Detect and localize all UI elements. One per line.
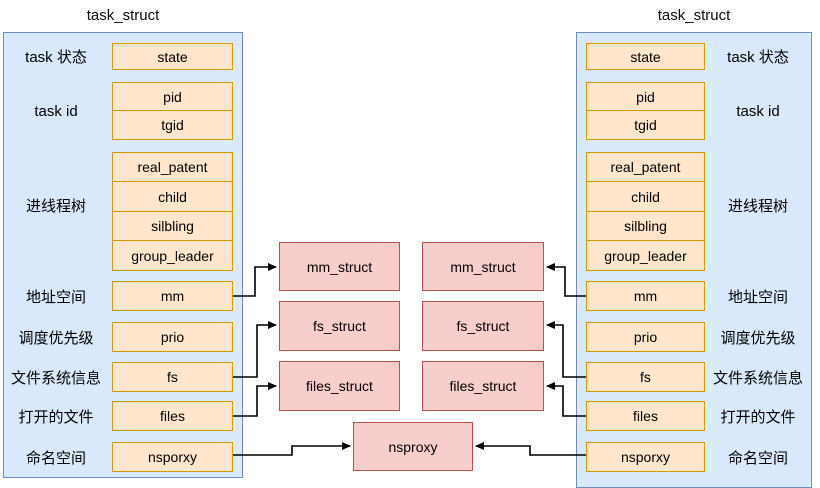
shared-fs-struct-left: fs_struct <box>279 301 400 351</box>
left-field-child: child <box>112 181 233 212</box>
right-label-sched-priority: 调度优先级 <box>720 329 796 347</box>
left-field-prio: prio <box>112 322 233 352</box>
left-field-tgid: tgid <box>112 110 233 140</box>
left-field-group-leader: group_leader <box>112 240 233 271</box>
right-label-process-tree: 进线程树 <box>727 197 788 215</box>
shared-mm-struct-right: mm_struct <box>422 242 544 291</box>
right-field-nsporxy: nsporxy <box>586 442 705 472</box>
right-field-prio: prio <box>586 322 705 352</box>
left-field-mm: mm <box>112 281 233 311</box>
right-field-fs: fs <box>586 362 705 392</box>
right-field-real-patent: real_patent <box>586 152 705 182</box>
left-label-process-tree: 进线程树 <box>25 197 86 215</box>
left-label-sched-priority: 调度优先级 <box>18 329 94 347</box>
left-struct-title: task_struct <box>86 7 160 24</box>
shared-mm-struct-left: mm_struct <box>279 242 400 291</box>
left-label-namespace: 命名空间 <box>25 449 86 467</box>
right-label-fs-info: 文件系统信息 <box>712 369 803 387</box>
right-struct-title: task_struct <box>657 7 731 24</box>
right-label-task-state: task 状态 <box>727 48 789 66</box>
right-label-task-id: task id <box>736 102 780 120</box>
left-label-open-files: 打开的文件 <box>18 408 94 426</box>
right-field-state: state <box>586 43 705 70</box>
left-field-files: files <box>112 401 233 431</box>
right-field-silbling: silbling <box>586 211 705 241</box>
right-field-pid: pid <box>586 82 705 111</box>
right-label-namespace: 命名空间 <box>727 449 788 467</box>
right-label-open-files: 打开的文件 <box>720 408 796 426</box>
left-field-nsporxy: nsporxy <box>112 442 233 472</box>
arrow-left-nsporxy-to-nsproxy <box>233 442 351 456</box>
left-field-silbling: silbling <box>112 211 233 241</box>
right-label-address-space: 地址空间 <box>727 288 788 306</box>
left-label-task-id: task id <box>34 102 78 120</box>
left-field-state: state <box>112 43 233 70</box>
shared-files-struct-right: files_struct <box>422 361 544 411</box>
left-field-fs: fs <box>112 362 233 392</box>
left-field-real-patent: real_patent <box>112 152 233 182</box>
right-field-tgid: tgid <box>586 110 705 140</box>
left-field-pid: pid <box>112 82 233 111</box>
left-label-fs-info: 文件系统信息 <box>10 369 101 387</box>
left-label-address-space: 地址空间 <box>25 288 86 306</box>
shared-fs-struct-right: fs_struct <box>422 301 544 351</box>
right-field-mm: mm <box>586 281 705 311</box>
right-field-group-leader: group_leader <box>586 240 705 271</box>
left-label-task-state: task 状态 <box>25 48 87 66</box>
shared-files-struct-left: files_struct <box>279 361 400 411</box>
right-field-files: files <box>586 401 705 431</box>
right-field-child: child <box>586 181 705 212</box>
arrow-right-nsporxy-to-nsproxy <box>475 442 586 456</box>
shared-nsproxy: nsproxy <box>353 422 473 471</box>
